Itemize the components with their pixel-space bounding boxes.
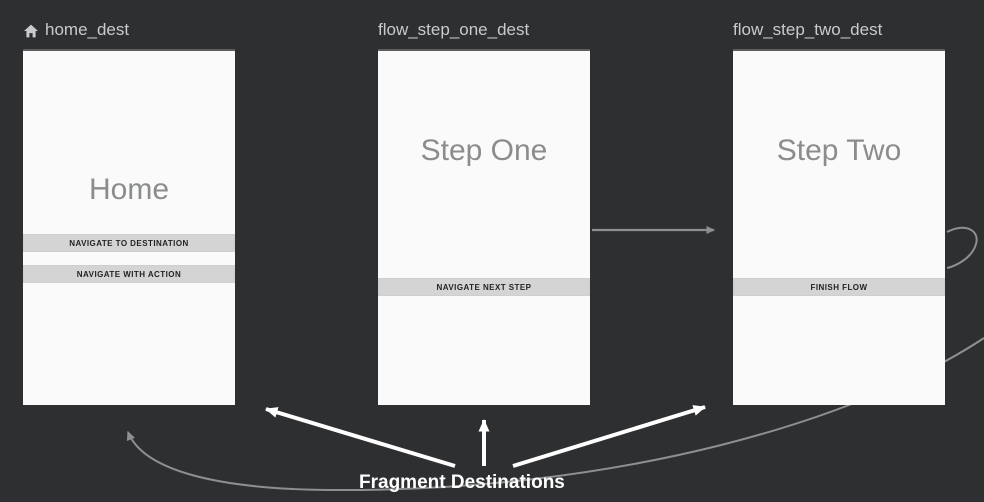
button-navigate-with-action[interactable]: NAVIGATE WITH ACTION — [23, 265, 235, 283]
screen-title-flow_step_two_dest: Step Two — [776, 134, 902, 167]
destination-label-home_dest: home_dest — [23, 20, 235, 40]
destination-label-flow_step_two_dest: flow_step_two_dest — [733, 20, 945, 40]
button-navigate-to-destination[interactable]: NAVIGATE TO DESTINATION — [23, 234, 235, 252]
destination-home_dest[interactable]: home_dest Home NAVIGATE TO DESTINATION N… — [23, 20, 235, 405]
annotation-caption: Fragment Destinations — [359, 472, 565, 493]
destination-label-text-flow_step_two_dest: flow_step_two_dest — [733, 20, 883, 39]
annotation-arrow-left — [265, 407, 456, 468]
destination-flow_step_one_dest[interactable]: flow_step_one_dest Step One NAVIGATE NEX… — [378, 20, 590, 405]
button-finish-flow[interactable]: FINISH FLOW — [733, 278, 945, 296]
screen-title-home_dest: Home — [88, 173, 170, 206]
destination-label-flow_step_one_dest: flow_step_one_dest — [378, 20, 590, 40]
destination-flow_step_two_dest[interactable]: flow_step_two_dest Step Two FINISH FLOW — [733, 20, 945, 405]
destination-label-text-flow_step_one_dest: flow_step_one_dest — [378, 20, 530, 39]
button-navigate-next-step[interactable]: NAVIGATE NEXT STEP — [378, 278, 590, 296]
connector-step-two-loop — [946, 226, 978, 269]
phone-preview-home_dest[interactable]: Home NAVIGATE TO DESTINATION NAVIGATE WI… — [23, 49, 235, 405]
phone-preview-flow_step_two_dest[interactable]: Step Two FINISH FLOW — [733, 49, 945, 405]
screen-title-flow_step_one_dest: Step One — [420, 134, 548, 167]
destination-label-text-home_dest: home_dest — [45, 20, 130, 39]
annotation-arrow-right — [512, 405, 706, 468]
phone-preview-flow_step_one_dest[interactable]: Step One NAVIGATE NEXT STEP — [378, 49, 590, 405]
home-icon — [23, 23, 39, 39]
